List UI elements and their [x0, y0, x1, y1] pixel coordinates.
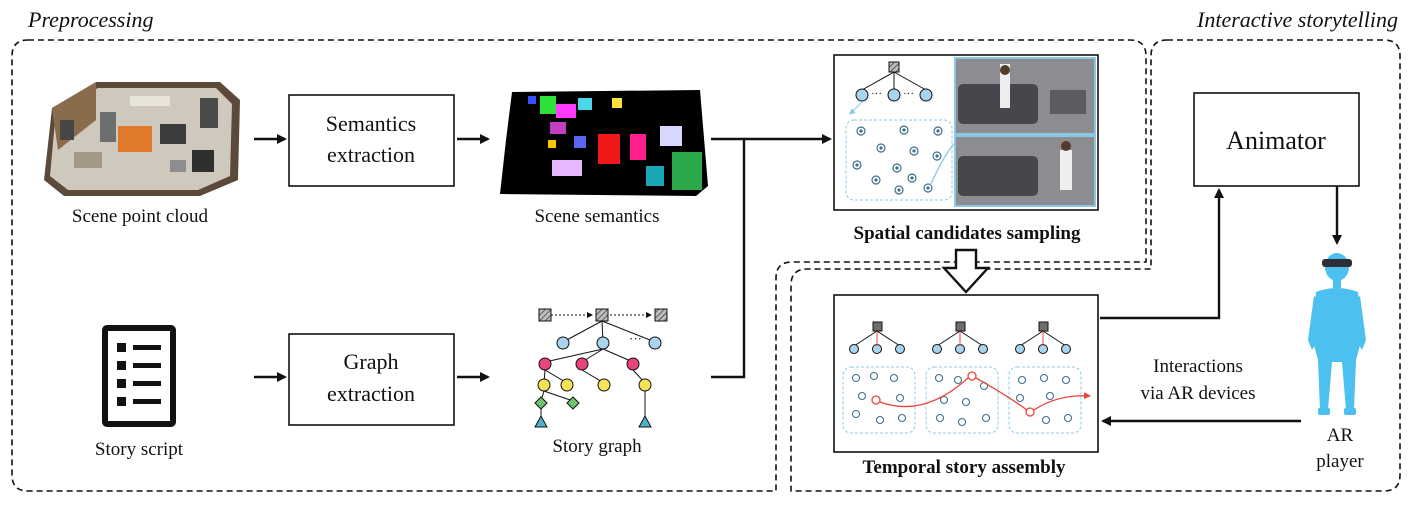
graph-extraction-label-2: extraction [327, 381, 415, 406]
svg-text:···: ··· [903, 88, 914, 100]
spatial-sampling-image: ··· ··· [833, 54, 1099, 211]
story-script-icon [102, 325, 176, 427]
scene-point-cloud-label: Scene point cloud [72, 206, 209, 227]
spatial-sampling-label: Spatial candidates sampling [854, 223, 1081, 244]
svg-text:···: ··· [629, 331, 642, 346]
graph-extraction-label-1: Graph [344, 349, 399, 374]
scene-semantics-label: Scene semantics [534, 206, 659, 227]
preprocessing-title: Preprocessing [27, 7, 153, 32]
temporal-assembly-label: Temporal story assembly [862, 457, 1066, 478]
svg-text:···: ··· [871, 88, 882, 100]
semantics-extraction-label-2: extraction [327, 142, 415, 167]
story-graph-label: Story graph [552, 436, 642, 457]
ar-player-label-2: player [1316, 451, 1364, 472]
preprocessing-region [11, 39, 1147, 492]
semantics-extraction-label-1: Semantics [326, 111, 416, 136]
scene-point-cloud-image [44, 82, 240, 196]
story-graph-icon: ··· [534, 308, 668, 428]
story-script-label: Story script [95, 439, 184, 460]
ar-player-label-1: AR [1327, 425, 1354, 446]
interactions-label-2: via AR devices [1140, 383, 1255, 404]
ar-player-icon [1308, 253, 1366, 415]
arrow-assembly-to-animator [1100, 188, 1224, 320]
animator-box [1193, 92, 1360, 187]
hollow-down-arrow [941, 248, 991, 294]
semantics-extraction-box [288, 94, 455, 187]
interactive-region [790, 39, 1401, 492]
interactions-label-1: Interactions [1153, 356, 1243, 377]
graph-extraction-box [288, 333, 455, 426]
temporal-assembly-image [833, 294, 1099, 453]
interactive-title: Interactive storytelling [1196, 7, 1398, 32]
scene-semantics-image [500, 90, 708, 196]
animator-label: Animator [1226, 126, 1326, 155]
connector-merge [711, 137, 746, 379]
